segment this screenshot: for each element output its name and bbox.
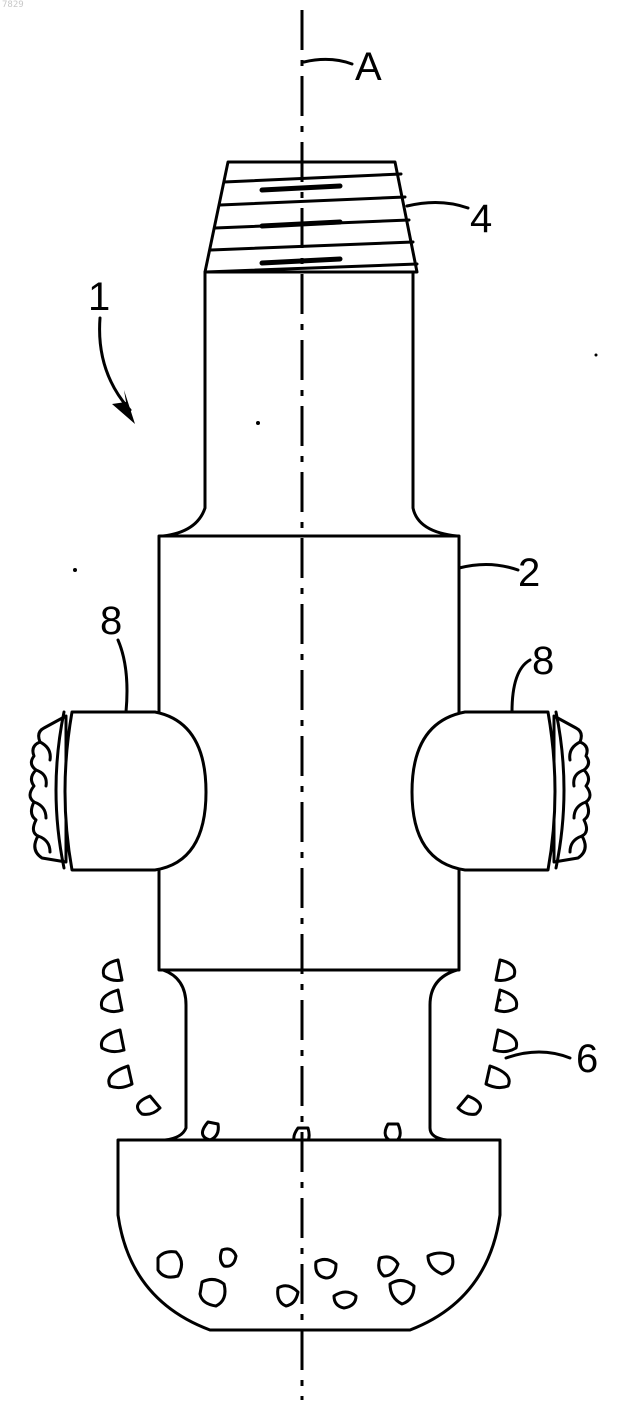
label-body: 2 <box>518 551 540 595</box>
leader-cutter-left <box>118 640 127 712</box>
right-side-cutter <box>412 712 590 870</box>
label-thread: 4 <box>470 197 492 241</box>
label-cutter-left: 8 <box>100 599 122 643</box>
leader-cutter-right <box>512 660 530 712</box>
leader-thread <box>407 202 468 208</box>
left-side-cutter <box>30 712 206 870</box>
label-pilot-bit: 6 <box>576 1037 598 1081</box>
label-axis: A <box>355 45 382 89</box>
threaded-pin <box>205 162 417 272</box>
lower-neck <box>163 970 457 1140</box>
leader-body <box>459 564 518 570</box>
label-tool: 1 <box>88 275 110 319</box>
main-body <box>159 536 459 970</box>
label-cutter-right: 8 <box>532 639 554 683</box>
tool-arrow <box>100 318 135 424</box>
leader-axis <box>304 59 352 64</box>
upper-shank <box>163 272 457 536</box>
leader-pilot <box>506 1052 570 1058</box>
